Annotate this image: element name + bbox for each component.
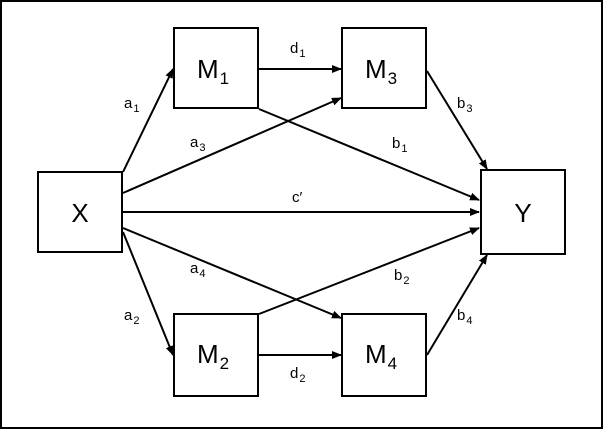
edge-b4 [426, 254, 488, 356]
node-x-box [37, 171, 123, 253]
node-m2-box [173, 313, 259, 397]
edge-a3 [122, 97, 342, 194]
edge-b4-label: b4 [457, 307, 472, 327]
edge-d1-label: d1 [290, 40, 305, 60]
edge-a3-label: a3 [190, 134, 205, 154]
node-m3-box [341, 27, 427, 109]
edge-b3-label: b3 [457, 95, 472, 115]
node-m4-label: M4 [365, 339, 397, 373]
edge-a2 [122, 231, 174, 356]
edge-a1 [122, 68, 174, 173]
edge-a2-label: a2 [124, 307, 139, 327]
edge-b1-label: b1 [392, 135, 407, 155]
edge-b3 [426, 70, 488, 170]
node-y-label: Y [514, 198, 531, 228]
node-m2-label: M2 [197, 339, 229, 373]
node-y-box [480, 169, 566, 255]
node-m1-box [173, 27, 259, 109]
node-m1-label: M1 [197, 54, 229, 88]
edge-d2-label: d2 [290, 365, 305, 385]
edge-a4-label: a4 [190, 260, 205, 280]
node-x-label: X [71, 198, 88, 228]
edge-b2 [258, 227, 480, 315]
edge-a1-label: a1 [124, 95, 139, 115]
edge-b2-label: b2 [394, 267, 409, 287]
node-m3-label: M3 [365, 54, 397, 88]
edge-a4 [122, 227, 342, 319]
node-m4-box [341, 313, 427, 397]
edge-c-prime-label: c′ [292, 189, 303, 206]
edge-b1 [258, 108, 480, 201]
